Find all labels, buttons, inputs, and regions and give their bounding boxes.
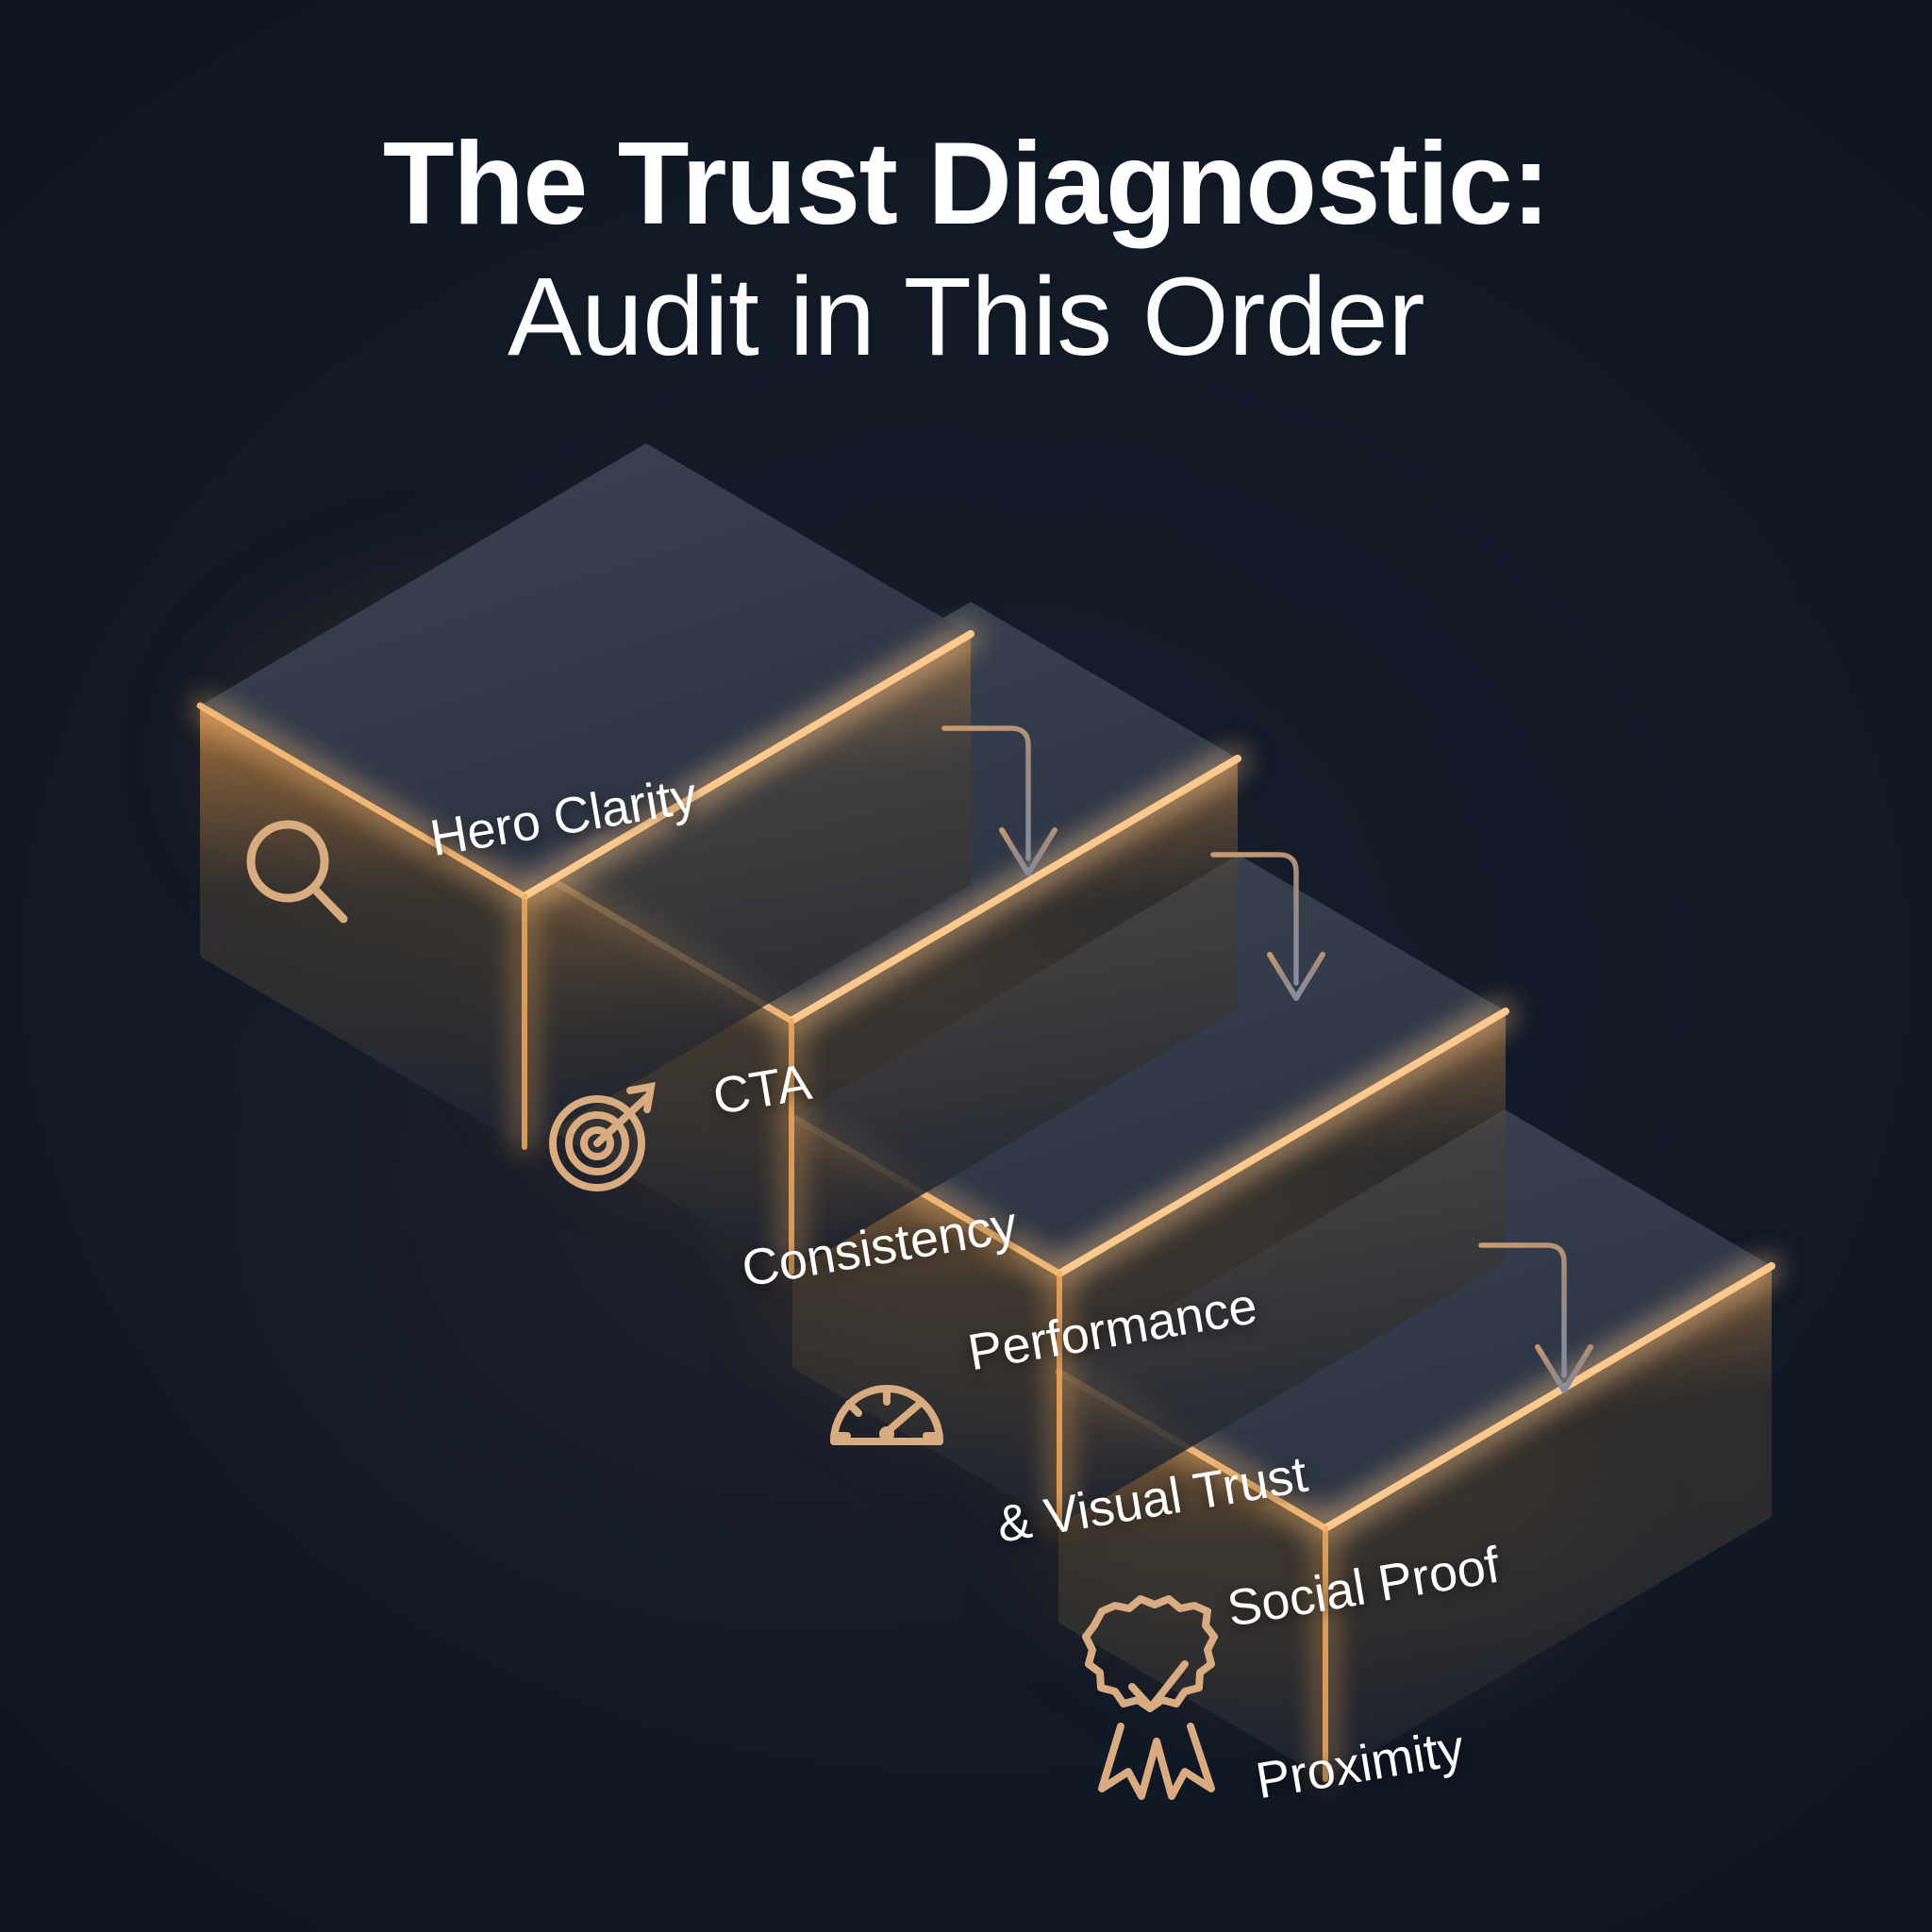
title-line-1: The Trust Diagnostic: (382, 119, 1551, 249)
search-icon (246, 820, 348, 924)
page-title: The Trust Diagnostic: Audit in This Orde… (0, 119, 1932, 380)
target-icon (549, 1082, 656, 1191)
title-line-2: Audit in This Order (507, 254, 1425, 379)
connector-3 (1478, 1242, 1593, 1393)
award-badge-icon (1082, 1595, 1218, 1800)
connector-2 (1210, 852, 1325, 1001)
connector-1 (941, 725, 1058, 876)
step-block-1[interactable] (196, 443, 974, 1150)
step-block-3[interactable] (789, 855, 1509, 1527)
gauge-icon (830, 1385, 943, 1445)
